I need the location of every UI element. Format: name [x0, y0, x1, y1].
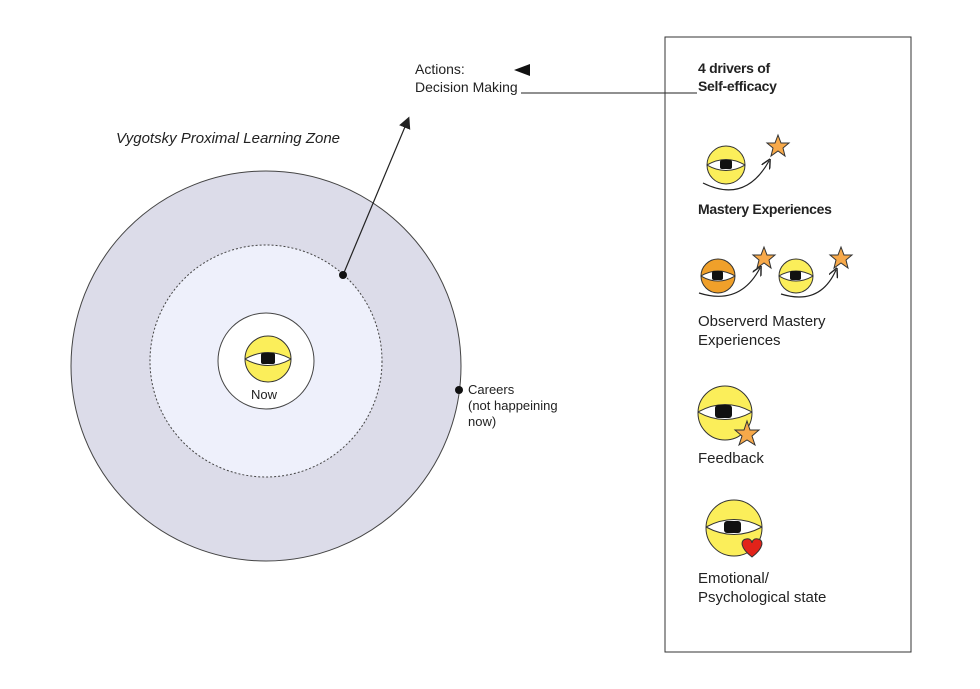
drivers-panel-box: [664, 36, 912, 653]
zone-title: Vygotsky Proximal Learning Zone: [116, 130, 341, 147]
actions-label: Actions: Decision Making: [415, 61, 518, 95]
star-icon: [751, 245, 777, 270]
feedback-eye-icon: [697, 385, 761, 447]
star-icon: [765, 133, 791, 158]
driver-label-feedback: Feedback: [698, 450, 764, 467]
action-arrow: [342, 116, 411, 276]
observed-yellow-eye-icon: [778, 245, 854, 298]
mastery-eye-icon: [702, 133, 791, 191]
observed-orange-eye-icon: [698, 245, 777, 297]
center-eye-icon: [244, 335, 292, 383]
driver-label-observed: Observerd Mastery Experiences: [698, 313, 826, 349]
now-label: Now: [251, 387, 278, 402]
star-icon: [828, 245, 854, 270]
proximal-point: [339, 271, 347, 279]
actions-arrowhead: [514, 64, 530, 76]
heart-icon: [741, 538, 763, 558]
star-icon: [733, 419, 761, 447]
driver-label-mastery: Mastery Experiences: [698, 201, 832, 217]
emotional-eye-icon: [705, 499, 763, 558]
driver-label-emotional: Emotional/ Psychological state: [698, 570, 827, 606]
careers-point: [455, 386, 463, 394]
drivers-title: 4 drivers of Self-efficacy: [698, 60, 777, 94]
careers-label: Careers (not happeining now): [468, 382, 558, 429]
